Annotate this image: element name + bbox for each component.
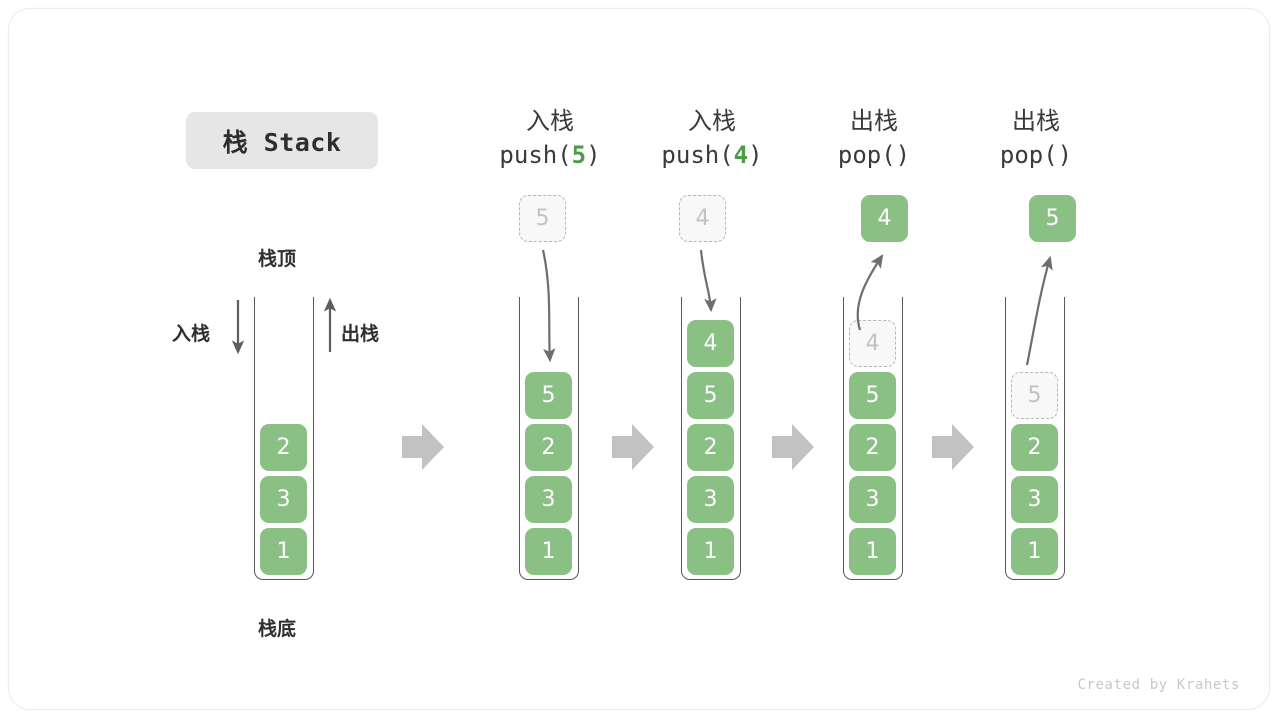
stack-node: 3 (687, 476, 734, 523)
stack-node: 2 (849, 424, 896, 471)
incoming-node: 4 (679, 195, 726, 242)
popped-node: 5 (1029, 195, 1076, 242)
stack-node: 2 (525, 424, 572, 471)
popped-node: 4 (861, 195, 908, 242)
step-header-cn: 出栈 (850, 107, 898, 135)
step-header-cn: 入栈 (526, 107, 574, 135)
stack-node: 3 (260, 476, 307, 523)
stack-node: 1 (525, 528, 572, 575)
stack-frame-push-4 (681, 297, 741, 580)
vacated-node: 4 (849, 320, 896, 367)
step-header-push-5: 入栈 push(5) (455, 104, 645, 172)
stack-top-label: 栈顶 (258, 248, 297, 270)
stack-node: 1 (849, 528, 896, 575)
stack-frame-initial (254, 297, 314, 580)
stack-bottom-label: 栈底 (258, 618, 297, 640)
code-arg: 4 (733, 141, 749, 170)
step-header-code: push(5) (455, 138, 645, 172)
code-arg: 5 (571, 141, 587, 170)
step-header-pop-4: 出栈 pop() (779, 104, 969, 172)
stack-node: 2 (687, 424, 734, 471)
stack-node: 2 (260, 424, 307, 471)
stack-node: 2 (1011, 424, 1058, 471)
code-suffix: ) (748, 141, 763, 170)
step-header-pop-5: 出栈 pop() (941, 104, 1131, 172)
stack-frame-push-5 (519, 297, 579, 580)
stack-node: 5 (849, 372, 896, 419)
code-suffix: ) (1057, 141, 1073, 170)
stack-node: 3 (525, 476, 572, 523)
pop-direction-label: 出栈 (341, 323, 380, 345)
step-header-cn: 出栈 (1012, 107, 1060, 135)
code-prefix: pop( (837, 141, 896, 170)
stack-node: 1 (1011, 528, 1058, 575)
stack-node: 3 (1011, 476, 1058, 523)
push-direction-label: 入栈 (172, 323, 211, 345)
stack-frame-pop-4 (843, 297, 903, 580)
stack-frame-pop-5 (1005, 297, 1065, 580)
incoming-node: 5 (519, 195, 566, 242)
diagram-title-badge: 栈 Stack (186, 112, 378, 169)
step-header-push-4: 入栈 push(4) (617, 104, 807, 172)
step-header-code: push(4) (617, 138, 807, 172)
step-header-code: pop() (941, 138, 1131, 172)
stack-node: 3 (849, 476, 896, 523)
code-prefix: push( (499, 141, 572, 170)
code-prefix: pop( (999, 141, 1058, 170)
stack-node: 1 (687, 528, 734, 575)
stack-node: 4 (687, 320, 734, 367)
stack-node: 5 (687, 372, 734, 419)
step-header-code: pop() (779, 138, 969, 172)
step-header-cn: 入栈 (688, 107, 736, 135)
stack-node: 1 (260, 528, 307, 575)
credit-text: Created by Krahets (1077, 677, 1240, 693)
code-suffix: ) (895, 141, 911, 170)
code-prefix: push( (661, 141, 734, 170)
stack-node: 5 (525, 372, 572, 419)
code-suffix: ) (586, 141, 601, 170)
vacated-node: 5 (1011, 372, 1058, 419)
